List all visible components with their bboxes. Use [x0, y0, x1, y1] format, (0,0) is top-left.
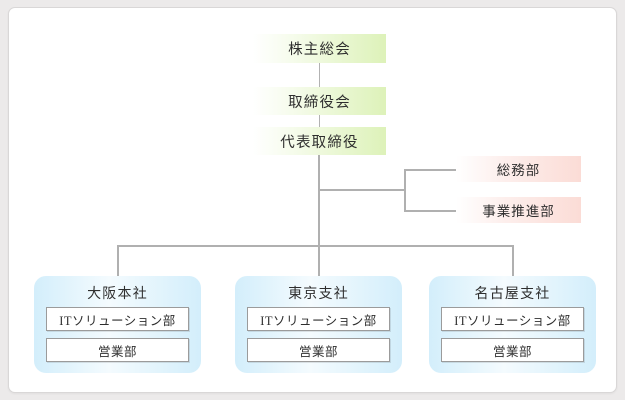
- connector-office-bus: [117, 245, 513, 247]
- connector-shareholders-to-board: [319, 63, 320, 90]
- department-box[interactable]: 営業部: [46, 338, 189, 362]
- node-label: 代表取締役: [280, 134, 359, 151]
- node-general-affairs-dept[interactable]: 総務部: [456, 156, 581, 182]
- office-title: 名古屋支社: [474, 287, 551, 302]
- node-business-promotion-dept[interactable]: 事業推進部: [456, 197, 581, 223]
- office-title: 東京支社: [288, 287, 349, 302]
- office-group-osaka[interactable]: 大阪本社 ITソリューション部 営業部: [34, 276, 201, 373]
- department-box[interactable]: ITソリューション部: [46, 307, 189, 331]
- connector-staff-arm-general-affairs: [404, 169, 456, 171]
- office-group-nagoya[interactable]: 名古屋支社 ITソリューション部 営業部: [429, 276, 596, 373]
- node-ceo[interactable]: 代表取締役: [253, 127, 386, 155]
- department-box[interactable]: 営業部: [247, 338, 390, 362]
- chart-card: 株主総会 取締役会 代表取締役 総務部 事業推進部 大阪本社 ITソリューション…: [8, 7, 617, 393]
- node-label: 株主総会: [288, 42, 351, 58]
- office-title: 大阪本社: [87, 287, 148, 302]
- node-board-of-directors[interactable]: 取締役会: [253, 87, 386, 115]
- department-box[interactable]: 営業部: [441, 338, 584, 362]
- connector-staff-stub: [318, 189, 406, 191]
- connector-drop-nagoya: [512, 245, 514, 276]
- node-shareholders-meeting[interactable]: 株主総会: [253, 34, 386, 63]
- department-box[interactable]: ITソリューション部: [441, 307, 584, 331]
- connector-staff-arm-business-promotion: [404, 210, 456, 212]
- connector-staff-bracket: [404, 169, 406, 211]
- department-box[interactable]: ITソリューション部: [247, 307, 390, 331]
- node-label: 取締役会: [288, 94, 351, 111]
- connector-main-trunk: [318, 155, 320, 246]
- connector-drop-osaka: [117, 245, 119, 276]
- office-group-tokyo[interactable]: 東京支社 ITソリューション部 営業部: [235, 276, 402, 373]
- node-label: 総務部: [496, 163, 541, 178]
- connector-drop-tokyo: [318, 245, 320, 276]
- node-label: 事業推進部: [482, 204, 555, 219]
